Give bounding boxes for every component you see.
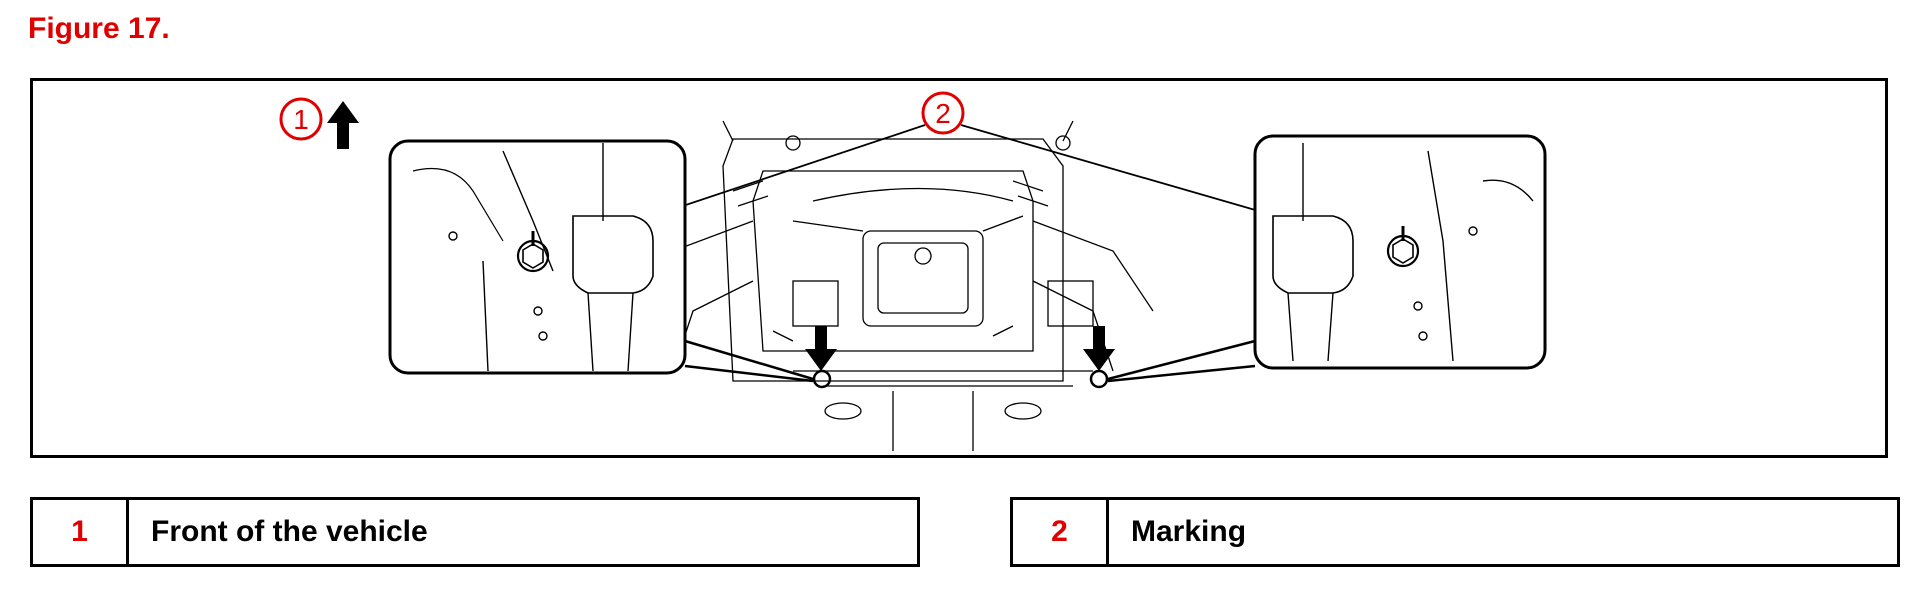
bolt-marking-icon	[812, 369, 832, 389]
bolt-marking-icon	[516, 231, 550, 273]
figure-title: Figure 17.	[28, 12, 170, 45]
front-arrow-icon	[327, 101, 359, 149]
legend-number: 1	[33, 500, 129, 564]
down-arrow-icon	[805, 326, 837, 371]
callout-2: 2	[921, 91, 965, 135]
down-arrow-icon	[1083, 326, 1115, 371]
diagram-illustration: 1 2	[279, 91, 1547, 451]
bolt-marking-icon	[1089, 369, 1109, 389]
legend-text: Front of the vehicle	[151, 515, 428, 548]
chassis-drawing	[632, 120, 1154, 451]
svg-text:1: 1	[293, 104, 309, 135]
bolt-marking-icon	[1386, 226, 1420, 268]
callout-1: 1	[279, 97, 323, 141]
legend-row-2: 2 Marking	[1010, 497, 1900, 567]
left-inset	[388, 139, 687, 375]
legend-text: Marking	[1131, 515, 1247, 548]
diagram-panel: 1 2	[30, 78, 1888, 458]
legend-number: 2	[1013, 500, 1109, 564]
svg-text:2: 2	[935, 98, 951, 129]
legend-row-1: 1 Front of the vehicle	[30, 497, 920, 567]
right-inset	[1253, 134, 1547, 370]
